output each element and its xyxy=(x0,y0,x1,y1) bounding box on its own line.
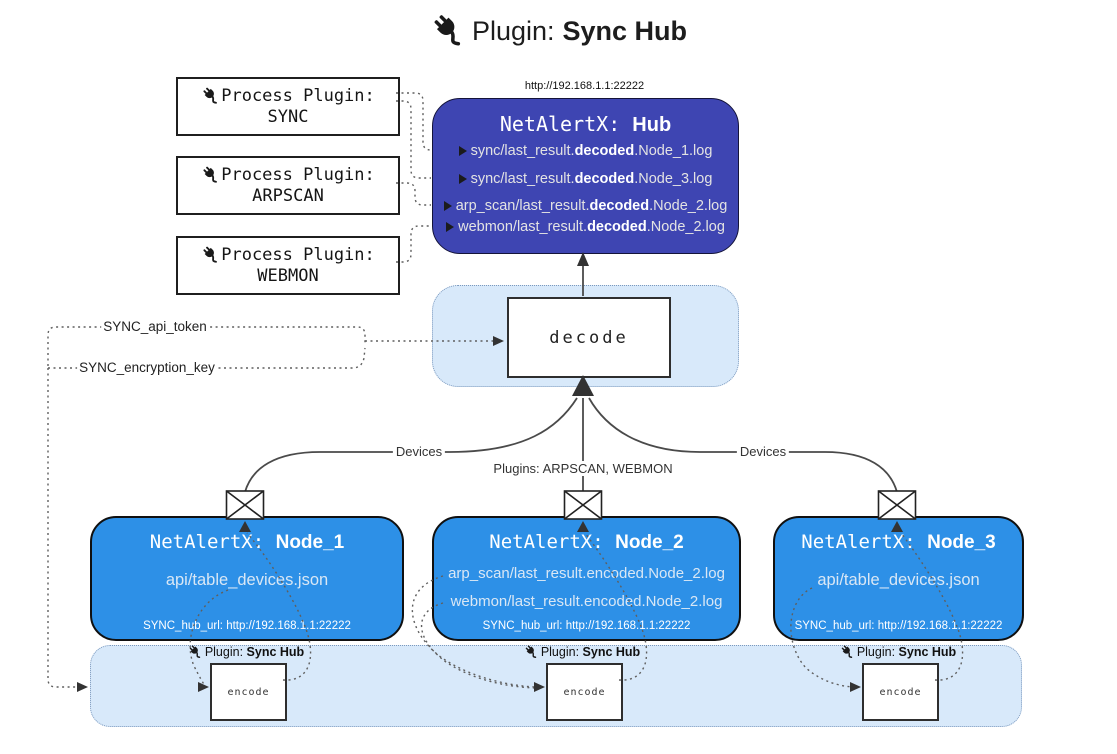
encode-box: encode xyxy=(546,663,623,721)
config-encryption-key-label: SYNC_encryption_key xyxy=(77,360,217,375)
node-hub-url: SYNC_hub_url: http://192.168.1.1:22222 xyxy=(794,620,1003,632)
node-file: webmon/last_result.encoded.Node_2.log xyxy=(450,593,723,610)
node-1-box: NetAlertX: Node_1 api/table_devices.json… xyxy=(90,516,404,641)
link-sync-to-log1 xyxy=(396,92,432,151)
node-3-box: NetAlertX: Node_3 api/table_devices.json… xyxy=(773,516,1024,641)
process-plugin-box-sync: Process Plugin: SYNC xyxy=(176,77,400,136)
arrowhead-into-hub xyxy=(577,252,589,266)
process-plugin-label: Process Plugin: xyxy=(221,245,375,265)
process-plugin-name: ARPSCAN xyxy=(252,186,324,206)
hub-log-line: webmon/last_result.decoded.Node_2.log xyxy=(433,219,738,235)
page-title: Plugin: Sync Hub xyxy=(0,14,1117,48)
hub-log-line: sync/last_result.decoded.Node_1.log xyxy=(433,143,738,159)
log-arrow-icon xyxy=(443,201,452,211)
plug-icon xyxy=(203,166,218,183)
node-hub-url: SYNC_hub_url: http://192.168.1.1:22222 xyxy=(143,620,351,632)
encoder-plugin-label: Plugin: Sync Hub xyxy=(188,645,304,659)
link-webmon-to-log4 xyxy=(396,225,431,263)
hub-node: NetAlertX: Hub sync/last_result.decoded.… xyxy=(432,98,739,254)
node-title: NetAlertX: Node_3 xyxy=(801,531,996,553)
envelope-icon xyxy=(563,490,603,520)
log-arrow-icon xyxy=(446,222,455,232)
node-file: api/table_devices.json xyxy=(817,571,980,589)
encode-box: encode xyxy=(210,663,287,721)
encoder-plugin-label: Plugin: Sync Hub xyxy=(840,645,956,659)
process-plugin-name: WEBMON xyxy=(257,266,319,286)
process-plugin-label: Process Plugin: xyxy=(221,165,375,185)
plug-icon xyxy=(841,645,853,658)
config-api-token-label: SYNC_api_token xyxy=(101,319,209,334)
hub-url-label: http://192.168.1.1:22222 xyxy=(524,80,645,92)
node-title: NetAlertX: Node_1 xyxy=(149,531,345,553)
envelope-icon xyxy=(877,490,917,520)
process-plugin-label: Process Plugin: xyxy=(221,86,375,106)
link-sync-to-log2 xyxy=(396,100,431,179)
log-arrow-icon xyxy=(458,146,467,156)
plug-icon xyxy=(525,645,537,658)
link-config-to-encoders xyxy=(47,368,81,688)
encode-box: encode xyxy=(862,663,939,721)
decode-box: decode xyxy=(507,297,671,378)
plug-icon xyxy=(203,246,218,263)
process-plugin-box-arpscan: Process Plugin: ARPSCAN xyxy=(176,156,400,215)
plug-icon xyxy=(434,15,461,46)
hub-log-line: arp_scan/last_result.decoded.Node_2.log xyxy=(433,198,738,214)
edge-label-devices-left: Devices xyxy=(392,444,446,459)
process-plugin-name: SYNC xyxy=(267,107,309,127)
arrowhead-into-bar xyxy=(77,682,88,692)
hub-log-line: sync/last_result.decoded.Node_3.log xyxy=(433,171,738,187)
encoder-plugin-label: Plugin: Sync Hub xyxy=(524,645,640,659)
title-bold: Sync Hub xyxy=(562,15,688,46)
envelope-icon xyxy=(225,490,265,520)
node-2-box: NetAlertX: Node_2 arp_scan/last_result.e… xyxy=(432,516,741,641)
node-file: api/table_devices.json xyxy=(165,571,329,589)
edge-label-plugins: Plugins: ARPSCAN, WEBMON xyxy=(490,461,676,476)
hub-title: NetAlertX: Hub xyxy=(499,112,672,136)
log-arrow-icon xyxy=(458,174,467,184)
plug-icon xyxy=(203,87,218,104)
node-file: arp_scan/last_result.encoded.Node_2.log xyxy=(448,565,725,582)
node-hub-url: SYNC_hub_url: http://192.168.1.1:22222 xyxy=(482,620,691,632)
process-plugin-box-webmon: Process Plugin: WEBMON xyxy=(176,236,400,295)
plug-icon xyxy=(189,645,201,658)
edge-label-devices-right: Devices xyxy=(736,444,790,459)
node-title: NetAlertX: Node_2 xyxy=(489,531,684,553)
title-prefix: Plugin: xyxy=(471,15,555,46)
link-arpscan-to-log3 xyxy=(396,182,431,206)
